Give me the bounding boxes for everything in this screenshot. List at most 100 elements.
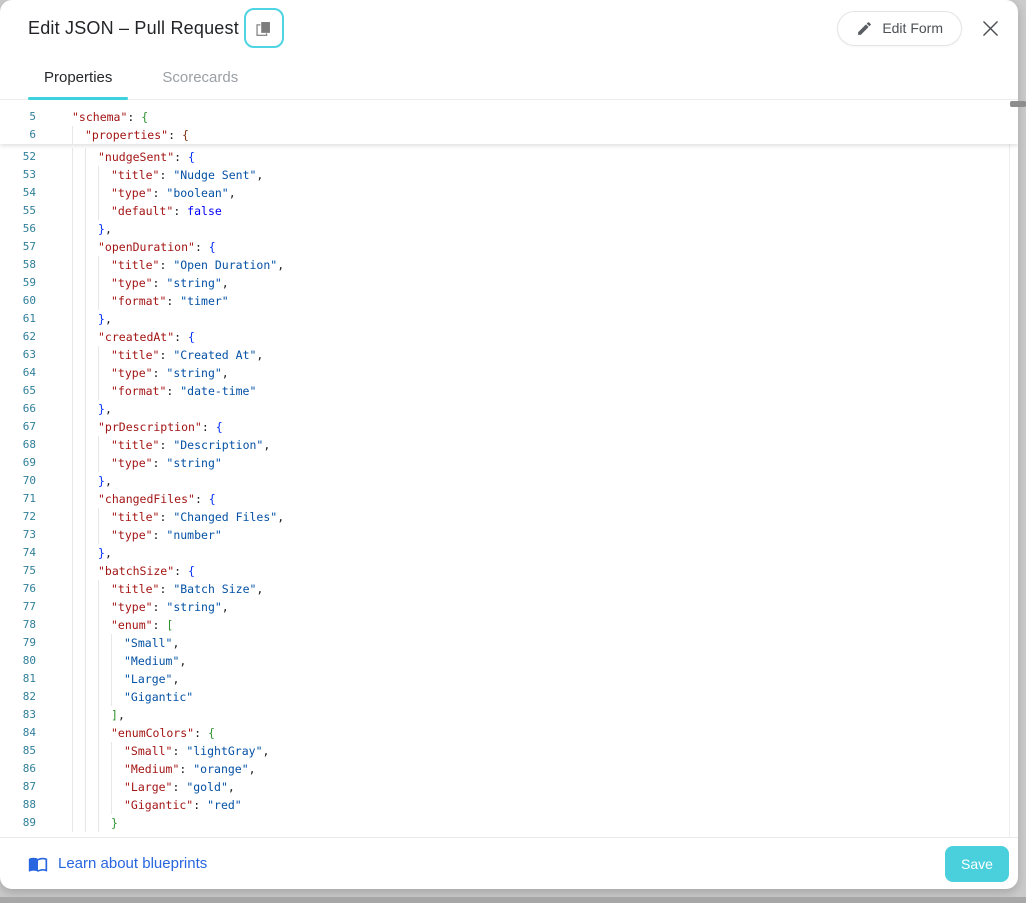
indent-guide: [85, 526, 98, 544]
code-text: "schema": {: [59, 108, 148, 126]
code-line[interactable]: 79"Small",: [0, 634, 1018, 652]
code-line[interactable]: 68"title": "Description",: [0, 436, 1018, 454]
code-line[interactable]: 80"Medium",: [0, 652, 1018, 670]
pencil-icon: [856, 20, 873, 37]
code-line[interactable]: 57"openDuration": {: [0, 238, 1018, 256]
code-token: :: [174, 150, 189, 164]
indent-guide: [72, 418, 85, 436]
code-line[interactable]: 55"default": false: [0, 202, 1018, 220]
code-line[interactable]: 65"format": "date-time": [0, 382, 1018, 400]
indent-space: [59, 166, 72, 184]
code-line[interactable]: 67"prDescription": {: [0, 418, 1018, 436]
line-number: 78: [22, 618, 36, 631]
learn-about-blueprints-link[interactable]: Learn about blueprints: [28, 854, 207, 874]
line-number: 65: [22, 384, 36, 397]
edit-form-button[interactable]: Edit Form: [837, 10, 962, 46]
code-line[interactable]: 5"schema": {: [0, 108, 1018, 126]
code-line[interactable]: 74},: [0, 544, 1018, 562]
code-token: :: [159, 438, 174, 452]
code-token: "gold": [186, 780, 228, 794]
indent-guide: [85, 220, 98, 238]
code-token: }: [98, 402, 105, 416]
tab-properties[interactable]: Properties: [28, 56, 129, 100]
code-line[interactable]: 82"Gigantic": [0, 688, 1018, 706]
page-scrollbar-thumb[interactable]: [1010, 101, 1026, 107]
modal-header: Edit JSON – Pull Request Edit Form: [0, 0, 1018, 56]
code-line[interactable]: 72"title": "Changed Files",: [0, 508, 1018, 526]
code-token: :: [168, 128, 182, 142]
code-line[interactable]: 89}: [0, 814, 1018, 832]
code-line[interactable]: 63"title": "Created At",: [0, 346, 1018, 364]
copy-button[interactable]: [243, 8, 284, 48]
indent-guide: [72, 598, 85, 616]
code-token: ,: [227, 780, 235, 794]
code-line[interactable]: 58"title": "Open Duration",: [0, 256, 1018, 274]
code-line[interactable]: 73"type": "number": [0, 526, 1018, 544]
code-line[interactable]: 61},: [0, 310, 1018, 328]
code-text: "title": "Created At",: [59, 346, 263, 364]
code-line[interactable]: 85"Small": "lightGray",: [0, 742, 1018, 760]
code-line[interactable]: 76"title": "Batch Size",: [0, 580, 1018, 598]
indent-guide: [98, 526, 111, 544]
code-token: "title": [111, 438, 160, 452]
close-button[interactable]: [976, 14, 1004, 42]
indent-guide: [98, 202, 111, 220]
code-line[interactable]: 75"batchSize": {: [0, 562, 1018, 580]
code-text: "nudgeSent": {: [59, 148, 195, 166]
code-line[interactable]: 53"title": "Nudge Sent",: [0, 166, 1018, 184]
code-token: ,: [104, 312, 112, 326]
code-line[interactable]: 83],: [0, 706, 1018, 724]
code-text: "Gigantic": "red": [59, 796, 242, 814]
code-line[interactable]: 66},: [0, 400, 1018, 418]
line-number: 80: [22, 654, 36, 667]
line-number: 77: [22, 600, 36, 613]
code-line[interactable]: 70},: [0, 472, 1018, 490]
modal-title: Edit JSON – Pull Request: [28, 17, 239, 38]
line-number: 56: [22, 222, 36, 235]
code-text: "changedFiles": {: [59, 490, 216, 508]
code-token: "Medium": [124, 762, 180, 776]
indent-guide: [98, 814, 111, 832]
code-line[interactable]: 71"changedFiles": {: [0, 490, 1018, 508]
code-line[interactable]: 84"enumColors": {: [0, 724, 1018, 742]
indent-space: [59, 724, 72, 742]
code-token: ,: [262, 744, 270, 758]
code-line[interactable]: 64"type": "string",: [0, 364, 1018, 382]
code-line[interactable]: 52"nudgeSent": {: [0, 148, 1018, 166]
code-line[interactable]: 77 "type": "string",: [0, 598, 1018, 616]
save-button[interactable]: Save: [945, 845, 1009, 882]
line-number: 66: [22, 402, 36, 415]
code-line[interactable]: 59"type": "string",: [0, 274, 1018, 292]
code-line[interactable]: 54"type": "boolean",: [0, 184, 1018, 202]
code-text: "title": "Nudge Sent",: [59, 166, 263, 184]
indent-guide: [85, 418, 98, 436]
code-line[interactable]: 62"createdAt": {: [0, 328, 1018, 346]
code-token: "createdAt": [98, 330, 175, 344]
tab-scorecards[interactable]: Scorecards: [146, 56, 254, 99]
json-code-editor[interactable]: 5"schema": {6"properties": { 52"nudgeSen…: [0, 100, 1018, 837]
code-line[interactable]: 69"type": "string": [0, 454, 1018, 472]
code-line[interactable]: 86"Medium": "orange",: [0, 760, 1018, 778]
code-token: :: [193, 798, 208, 812]
code-text: },: [59, 472, 112, 490]
indent-space: [59, 256, 72, 274]
code-token: "type": [111, 276, 153, 290]
indent-guide: [85, 706, 98, 724]
indent-guide: [98, 706, 111, 724]
code-line[interactable]: 87"Large": "gold",: [0, 778, 1018, 796]
indent-space: [59, 760, 72, 778]
book-icon: [28, 854, 48, 874]
code-line[interactable]: 78"enum": [: [0, 616, 1018, 634]
code-line[interactable]: 60"format": "timer": [0, 292, 1018, 310]
code-token: "type": [111, 456, 153, 470]
edit-form-label: Edit Form: [882, 20, 943, 36]
code-line[interactable]: 88"Gigantic": "red": [0, 796, 1018, 814]
code-token: "Small": [124, 744, 173, 758]
code-token: "schema": [72, 110, 128, 124]
indent-guide: [98, 598, 111, 616]
code-token: "Large": [124, 672, 173, 686]
code-text: "type": "string",: [59, 598, 229, 616]
code-line[interactable]: 6"properties": {: [0, 126, 1018, 144]
code-line[interactable]: 56},: [0, 220, 1018, 238]
code-line[interactable]: 81"Large",: [0, 670, 1018, 688]
